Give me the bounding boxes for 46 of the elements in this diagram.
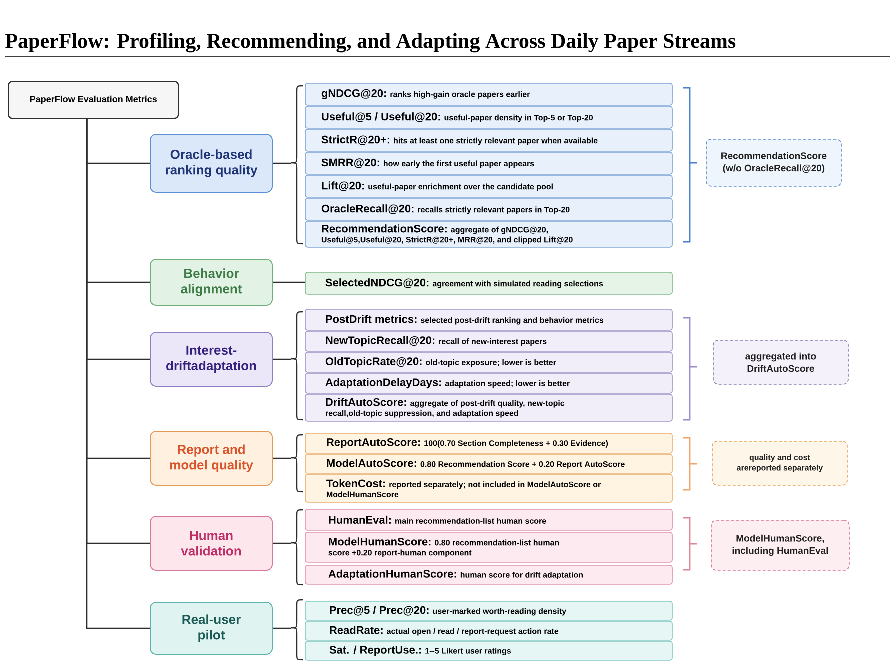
metric-box: gNDCG@20: ranks high-gain oracle papers earlier — [305, 83, 673, 106]
metric-box: TokenCost: reported separately; not included in ModelAutoScore or ModelHumanScore — [305, 474, 673, 503]
metric-box: RecommendationScore: aggregate of gNDCG@20, Useful@5,Useful@20, StrictR@20+, MRR@20, and clipped Lift@20 — [305, 221, 673, 248]
connector-line — [273, 628, 291, 630]
metric-box: Useful@5 / Useful@20: useful-paper density in Top-5 or Top-20 — [305, 106, 673, 129]
note-box: RecommendationScore (w/o OracleRecall@20) — [706, 139, 842, 187]
curly-brace — [290, 509, 303, 586]
connector-line — [273, 358, 291, 360]
curly-brace — [290, 311, 303, 421]
connector-line — [273, 458, 291, 460]
metric-box: Lift@20: useful-paper enrichment over the candidate pool — [305, 175, 673, 198]
connector-line — [273, 282, 305, 284]
connector-line — [86, 119, 150, 630]
category-box: Report and model quality — [150, 431, 273, 486]
metric-box: PostDrift metrics: selected post-drift ranking and behavior metrics — [305, 309, 673, 331]
metric-box: Sat. / ReportUse.: 1--5 Likert user ratings — [305, 641, 673, 661]
note-box: quality and cost arereported separately — [712, 441, 848, 486]
curly-brace — [290, 85, 303, 245]
metric-box: NewTopicRecall@20: recall of new-interest papers — [305, 331, 673, 352]
metric-box: StrictR@20+: hits at least one strictly relevant paper when available — [305, 129, 673, 152]
title: PaperFlow: Profiling, Recommending, and Adapting Across Daily Paper Streams — [6, 33, 736, 53]
note-box: ModelHumanScore, including HumanEval — [711, 520, 850, 571]
metric-box: OldTopicRate@20: old-topic exposure; lower is better — [305, 352, 673, 373]
category-box: Real-user pilot — [150, 602, 273, 655]
curly-brace — [290, 599, 303, 661]
connector-line — [273, 542, 291, 544]
root-box: PaperFlow Evaluation Metrics — [8, 81, 180, 120]
metric-box: ModelAutoScore: 0.80 Recommendation Score + 0.20 Report AutoScore — [305, 454, 673, 474]
note-box: aggregated into DriftAutoScore — [713, 340, 849, 385]
curly-brace — [290, 434, 303, 493]
category-box: Behavior alignment — [150, 259, 273, 306]
metric-box: Prec@5 / Prec@20: user-marked worth-reading density — [305, 601, 673, 621]
category-box: Interest-driftadaptation — [150, 332, 273, 387]
metric-box: HumanEval: main recommendation-list human score — [305, 509, 673, 531]
metric-box: SelectedNDCG@20: agreement with simulated reading selections — [305, 272, 673, 295]
metric-box: ModelHumanScore: 0.80 recommendation-list human score +0.20 report-human component — [305, 532, 673, 563]
category-box: Human validation — [150, 516, 273, 571]
metric-box: AdaptationDelayDays: adaptation speed; lower is better — [305, 373, 673, 394]
connector-line — [273, 162, 291, 164]
metric-box: ReadRate: actual open / read / report-request action rate — [305, 621, 673, 641]
metric-box: AdaptationHumanScore: human score for drift adaptation — [305, 565, 673, 585]
category-box: Oracle-based ranking quality — [150, 134, 273, 193]
metric-box: DriftAutoScore: aggregate of post-drift quality, new-topic recall,old-topic suppression, and adaptation speed — [305, 394, 673, 422]
metric-box: OracleRecall@20: recalls strictly relevant papers in Top-20 — [305, 198, 673, 221]
metric-box: ReportAutoScore: 100(0.70 Section Completeness + 0.30 Evidence) — [305, 433, 673, 454]
metric-box: SMRR@20: how early the first useful paper appears — [305, 152, 673, 175]
